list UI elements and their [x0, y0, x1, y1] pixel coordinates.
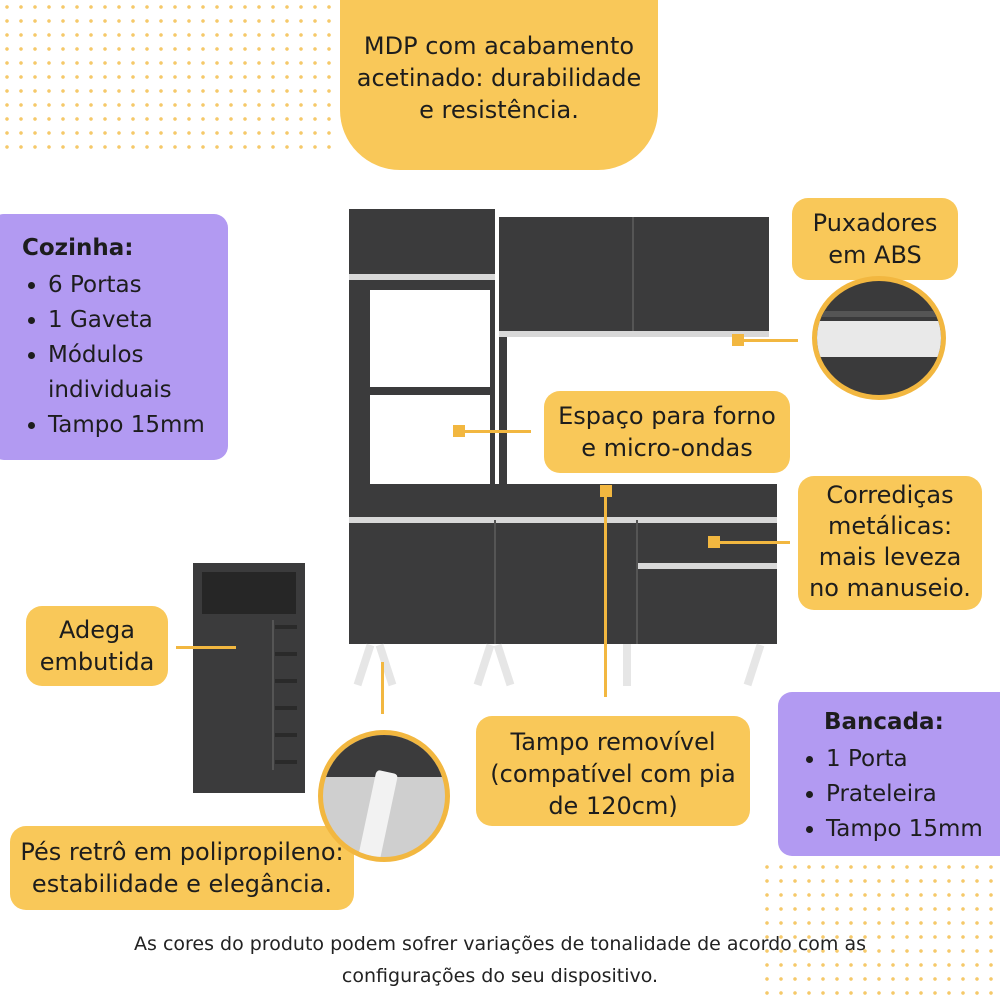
list-item: Módulos individuais — [48, 338, 228, 408]
leg — [473, 643, 495, 687]
arrow-connector — [176, 646, 236, 649]
cozinha-title: Cozinha: — [22, 235, 134, 261]
bancada-list: 1 Porta Prateleira Tampo 15mm — [800, 742, 1000, 847]
handle — [349, 517, 777, 523]
espaco-callout: Espaço para forno e micro-ondas — [544, 391, 790, 473]
leg — [743, 643, 765, 687]
cozinha-specs-box: Cozinha: 6 Portas 1 Gaveta Módulos indiv… — [0, 214, 228, 460]
handle — [499, 331, 769, 337]
tampo-callout: Tampo removível (compatível com pia de 1… — [476, 716, 750, 826]
puxadores-callout: Puxadores em ABS — [792, 198, 958, 280]
list-item: 1 Porta — [826, 742, 1000, 777]
dot-pattern-top-left — [0, 0, 340, 150]
mdp-callout: MDP com acabamento acetinado: durabilida… — [340, 0, 658, 170]
adega-callout: Adega embutida — [26, 606, 168, 686]
arrow-connector — [744, 339, 798, 342]
arrow-connector — [720, 541, 790, 544]
footer-disclaimer: As cores do produto podem sofrer variaçõ… — [134, 933, 866, 987]
list-item: 1 Gaveta — [48, 303, 228, 338]
leg — [623, 644, 631, 686]
leg — [493, 643, 515, 687]
list-item: Prateleira — [826, 777, 1000, 812]
list-item: Tampo 15mm — [48, 408, 228, 443]
bancada-title: Bancada: — [824, 709, 944, 735]
bancada-specs-box: Bancada: 1 Porta Prateleira Tampo 15mm — [778, 692, 1000, 856]
leg — [375, 643, 397, 687]
list-item: Tampo 15mm — [826, 812, 1000, 847]
upper-cabinet — [499, 217, 769, 337]
cozinha-list: 6 Portas 1 Gaveta Módulos individuais Ta… — [22, 268, 228, 443]
leg — [353, 643, 375, 687]
pes-callout: Pés retrô em polipropileno: estabilidade… — [10, 826, 354, 910]
arrow-connector — [381, 662, 384, 714]
leg-detail-image — [318, 730, 450, 862]
list-item: 6 Portas — [48, 268, 228, 303]
corredicas-callout: Corrediças metálicas: mais leveza no man… — [798, 476, 982, 610]
drawer-handle — [638, 563, 777, 569]
arrow-connector — [465, 430, 531, 433]
dot-pattern-bottom-right — [760, 860, 1000, 1000]
handle-detail-image — [812, 276, 946, 400]
handle — [349, 274, 495, 280]
arrow-connector — [604, 497, 607, 697]
